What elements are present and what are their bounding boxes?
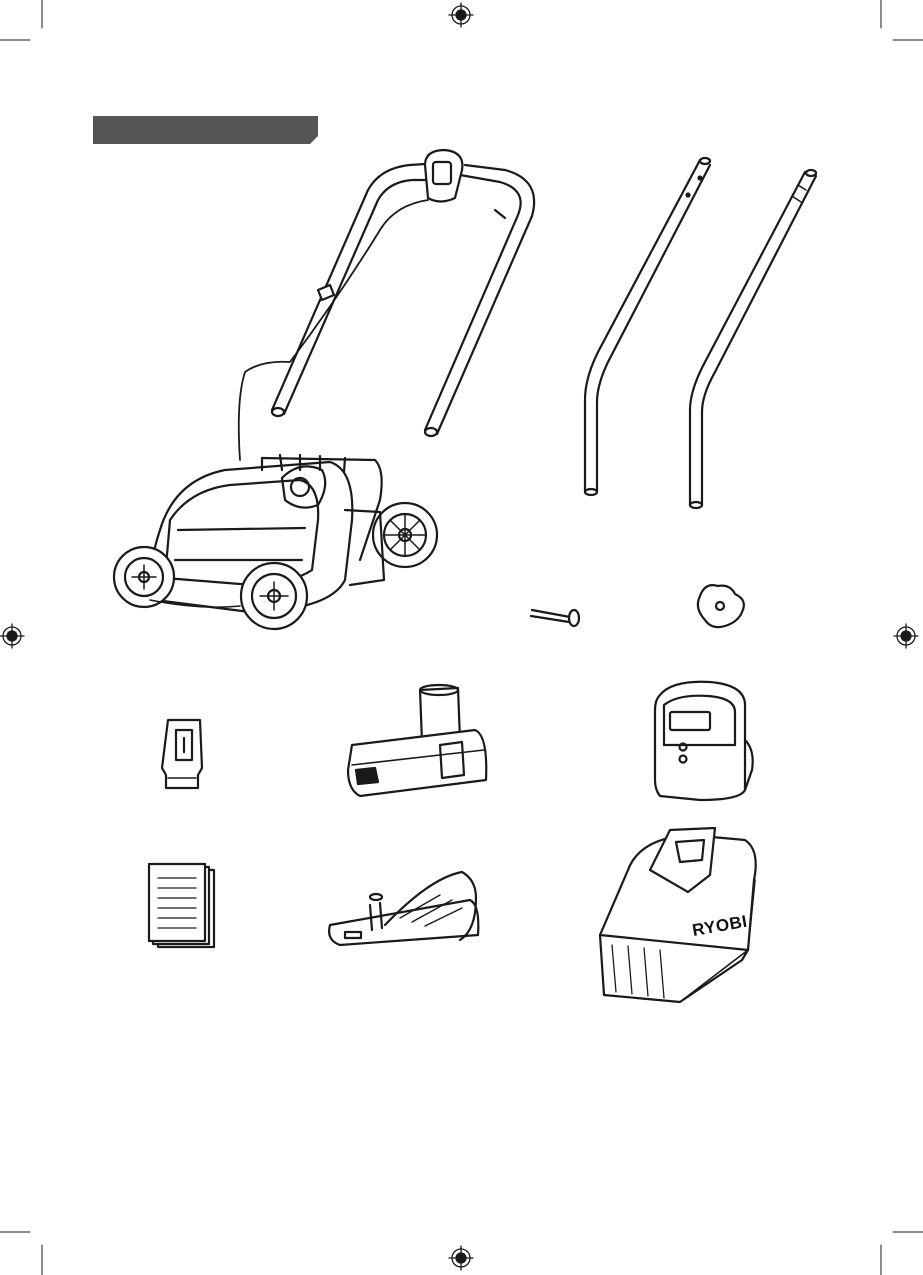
- battery: [348, 685, 486, 796]
- mulching-plug: [329, 872, 478, 945]
- mower-body: [114, 455, 437, 629]
- upper-handle: [239, 150, 534, 460]
- section-header-bar: [93, 116, 318, 144]
- registration-mark-icon: [449, 3, 473, 27]
- pin: [531, 610, 579, 626]
- registration-mark-icon: [0, 624, 24, 648]
- safety-key: [162, 720, 202, 788]
- registration-mark-icon: [894, 624, 918, 648]
- lower-handle-right: [690, 170, 816, 508]
- manual: [149, 864, 214, 947]
- knob: [698, 585, 744, 627]
- registration-mark-icon: [449, 1246, 473, 1270]
- lower-handle-left: [585, 158, 710, 495]
- charger: [655, 682, 753, 800]
